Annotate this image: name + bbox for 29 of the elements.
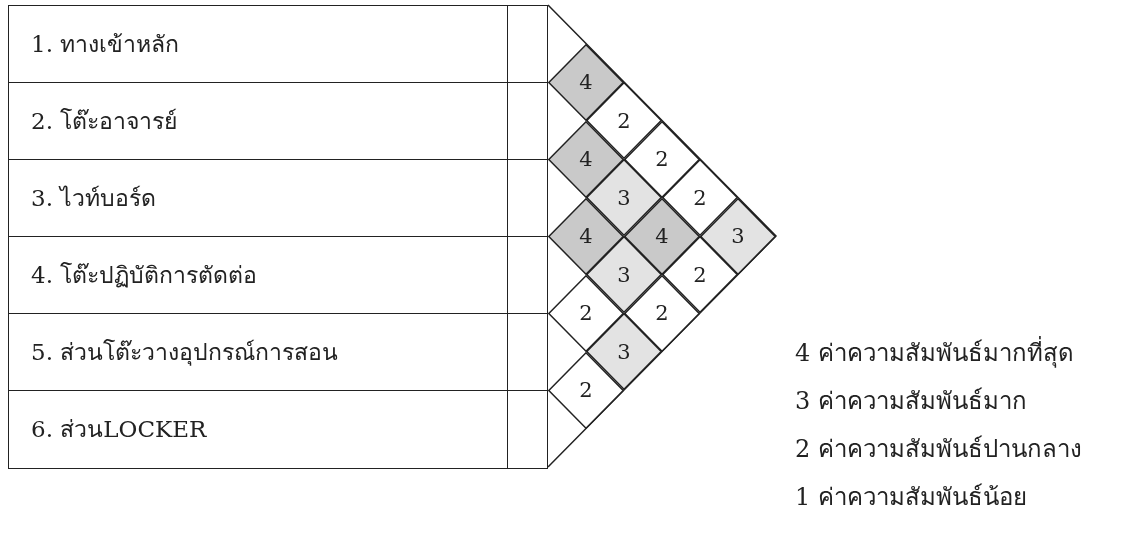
legend-text: 1 ค่าความสัมพันธ์น้อย [795,482,1027,513]
score-number: 2 [693,262,707,287]
row-label: 6. ส่วนLOCKER [31,415,207,445]
legend-text: 4 ค่าความสัมพันธ์มากที่สุด [795,333,1074,372]
score-number: 2 [579,378,593,402]
table-row [8,390,548,469]
score-number: 4 [655,224,669,248]
score-number: 2 [693,185,707,210]
row-label: 4. โต๊ะปฏิบัติการตัดต่อ [31,261,258,291]
score-number: 2 [579,301,593,325]
score-number: 2 [655,301,669,325]
row-label: 5. ส่วนโต๊ะวางอุปกรณ์การสอน [31,338,339,368]
score-number: 3 [731,224,745,248]
score-number: 4 [579,224,593,248]
score-number: 3 [617,339,631,364]
table-row [8,159,548,238]
score-number: 4 [579,147,593,171]
legend-text: 3 ค่าความสัมพันธ์มาก [795,386,1027,417]
score-number: 3 [617,185,631,210]
legend-text: 2 ค่าความสัมพันธ์ปานกลาง [795,434,1082,465]
score-number: 3 [617,262,631,287]
row-label: 3. ไวท์บอร์ด [31,184,157,214]
score-number: 2 [655,147,669,171]
score-number: 2 [617,108,631,133]
row-label: 2. โต๊ะอาจารย์ [31,107,178,137]
table-row [8,82,548,161]
row-label: 1. ทางเข้าหลัก [31,30,180,60]
score-number: 4 [579,70,593,94]
table-row [8,5,548,84]
